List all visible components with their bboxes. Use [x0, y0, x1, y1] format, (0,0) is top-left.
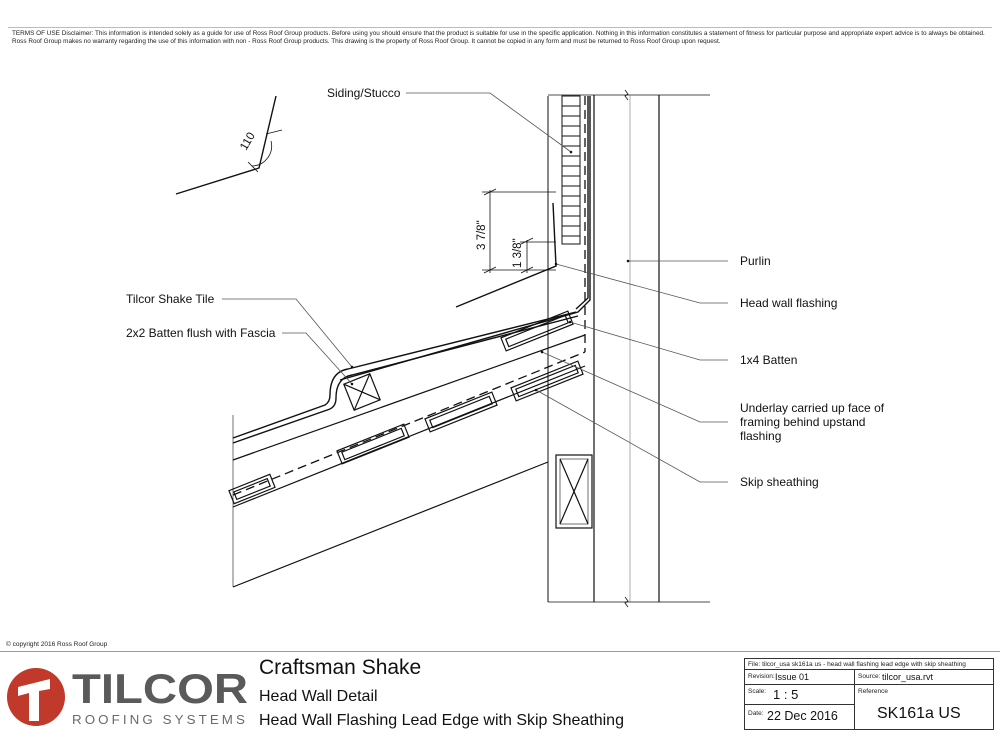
- label-underlay-line-2: framing behind upstand: [740, 415, 865, 429]
- leader-lines: [222, 92, 728, 483]
- angle-dimension: 110: [238, 131, 258, 153]
- source-cell: Source: tilcor_usa.rvt: [855, 670, 993, 685]
- label-underlay-line-1: Underlay carried up face of: [740, 401, 885, 415]
- drawing-title: Craftsman Shake: [259, 656, 422, 679]
- title-block: File: tilcor_usa sk161a us - head wall f…: [744, 658, 994, 730]
- revision-label: Revision:: [748, 673, 775, 680]
- source-label: Source:: [858, 673, 881, 680]
- label-purlin: Purlin: [740, 254, 771, 268]
- terms-line-1: TERMS OF USE Disclaimer: This informatio…: [12, 30, 985, 37]
- terms-of-use: TERMS OF USE Disclaimer: This informatio…: [12, 30, 992, 46]
- scale-cell: Scale: 1 : 5: [745, 685, 855, 705]
- battens-1x4: [228, 310, 584, 505]
- date-cell: Date: 22 Dec 2016: [745, 705, 855, 729]
- footer-rule: [0, 651, 1000, 652]
- revision-cell: Revision: Issue 01: [745, 670, 855, 685]
- flashing-profile-inset: [175, 95, 283, 195]
- label-skip-sheathing: Skip sheathing: [740, 475, 819, 489]
- underlay-upstand: [232, 96, 586, 496]
- tilcor-logo-mark: TILCOR ROOFING SYSTEMS: [7, 665, 248, 727]
- top-rule: [8, 27, 992, 28]
- label-head-wall-flashing: Head wall flashing: [740, 296, 837, 310]
- head-wall-flashing: [339, 96, 591, 381]
- source-value: tilcor_usa.rvt: [882, 672, 934, 682]
- kick-dimension: 1 3/8": [512, 238, 524, 268]
- drawing-subtitle-2: Head Wall Flashing Lead Edge with Skip S…: [259, 712, 624, 729]
- tilcor-shake-tile: [232, 311, 579, 444]
- purlin: [548, 89, 710, 608]
- reference-label: Reference: [858, 688, 888, 695]
- upstand-dimension: 3 7/8": [476, 220, 488, 250]
- scale-value: 1 : 5: [773, 687, 799, 702]
- scale-label: Scale:: [748, 688, 767, 695]
- label-tilcor-shake-tile: Tilcor Shake Tile: [126, 292, 215, 306]
- wall-stud: [555, 454, 593, 529]
- reference-value: SK161a US: [877, 705, 961, 722]
- label-siding-stucco: Siding/Stucco: [327, 86, 401, 100]
- siding-stucco: [547, 95, 581, 602]
- tilcor-logo: TILCOR ROOFING SYSTEMS: [6, 661, 251, 731]
- logo-t-glyph: [18, 679, 50, 721]
- copyright-notice: © copyright 2016 Ross Roof Group: [6, 641, 108, 648]
- drawing-subtitle-1: Head Wall Detail: [259, 688, 378, 705]
- logo-tagline: ROOFING SYSTEMS: [72, 712, 248, 727]
- label-underlay-line-3: flashing: [740, 429, 781, 443]
- batten-2x2: [343, 373, 381, 411]
- label-batten-2x2: 2x2 Batten flush with Fascia: [126, 326, 276, 340]
- file-name: File: tilcor_usa sk161a us - head wall f…: [748, 661, 966, 668]
- title-block-file-row: File: tilcor_usa sk161a us - head wall f…: [745, 659, 993, 670]
- terms-line-2: Ross Roof Group makes no warranty regard…: [12, 38, 721, 45]
- reference-cell: Reference SK161a US: [855, 685, 993, 729]
- dimension-lines: [482, 188, 556, 274]
- head-wall-detail-drawing: 110: [126, 86, 885, 608]
- logo-wordmark: TILCOR: [72, 665, 248, 712]
- date-label: Date:: [748, 710, 764, 717]
- label-batten-1x4: 1x4 Batten: [740, 353, 797, 367]
- date-value: 22 Dec 2016: [767, 709, 838, 723]
- revision-value: Issue 01: [775, 672, 810, 682]
